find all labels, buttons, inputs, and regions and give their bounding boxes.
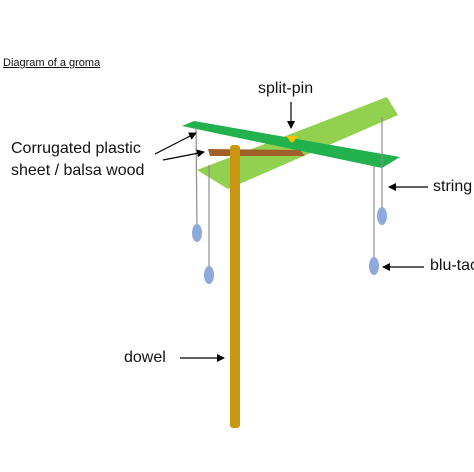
diagram-title: Diagram of a groma bbox=[3, 57, 101, 69]
sheet-label-line1: Corrugated plastic bbox=[11, 140, 141, 157]
string-label: string bbox=[433, 178, 473, 195]
blu-tack-weight bbox=[377, 207, 387, 225]
blu-tack-weight bbox=[192, 224, 202, 242]
balsa-wood-piece bbox=[208, 149, 305, 156]
split-pin-label: split-pin bbox=[258, 80, 314, 97]
dowel bbox=[230, 145, 240, 428]
blu-tack-label: blu-tack bbox=[430, 257, 474, 274]
sheet-label-line2: sheet / balsa wood bbox=[11, 162, 145, 179]
sheet-arrow bbox=[154, 132, 197, 155]
string-line bbox=[195, 126, 198, 229]
blu-tack-weight bbox=[369, 257, 379, 275]
sheet-label: Corrugated plastic sheet / balsa wood bbox=[11, 138, 144, 182]
dowel-label: dowel bbox=[124, 349, 166, 366]
blu-tack-weight bbox=[204, 266, 214, 284]
dark-green-arm bbox=[182, 121, 400, 168]
balsa-arrow bbox=[162, 149, 205, 161]
